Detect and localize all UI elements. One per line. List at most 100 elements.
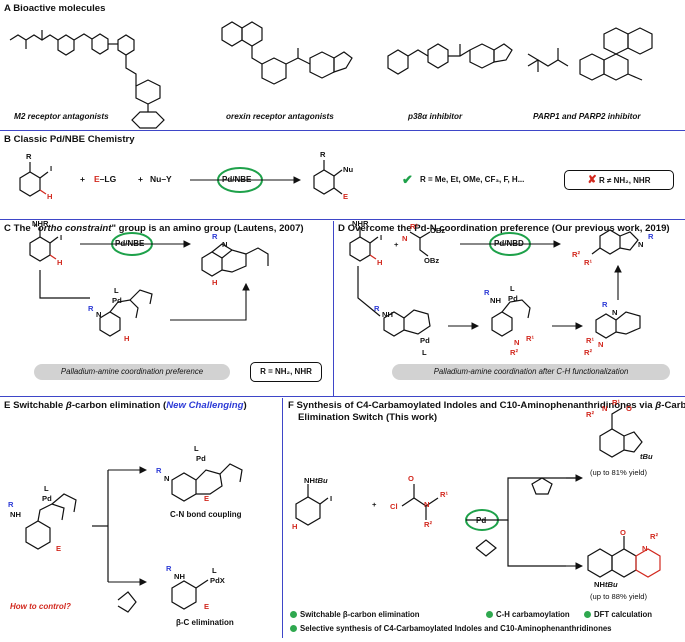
panel-b-product	[313, 160, 343, 195]
panel-f-p2-o: O	[620, 528, 626, 537]
panel-c-int-pd: Pd	[112, 296, 122, 305]
bullet-selective-synthesis: Selective synthesis of C4-Carbamoylated …	[290, 624, 612, 633]
panel-b-scope-not: R ≠ NH₂, NHR	[598, 176, 651, 185]
panel-f-plus: +	[372, 500, 377, 509]
panel-c-title: C The "ortho constraint" group is an ami…	[4, 223, 304, 234]
panel-d-obz2: OBz	[424, 256, 440, 265]
panel-d-i3-n: N	[612, 308, 618, 317]
panel-d-prod-r1: R¹	[584, 258, 593, 267]
panel-e-title: E Switchable β-carbon elimination (New C…	[4, 400, 247, 411]
panel-d-r1: R¹	[410, 222, 419, 231]
panel-f-p1-yield: (up to 81% yield)	[590, 468, 647, 477]
molecule-parp-inhibitor	[527, 27, 653, 81]
panel-d-substrate	[349, 227, 379, 262]
panel-f-p1-r2: R²	[586, 410, 595, 419]
panel-f-n: N	[424, 500, 430, 509]
panel-a-title: A Bioactive molecules	[4, 3, 106, 14]
panel-c-prod-n: N	[222, 240, 228, 249]
panel-f-p2-yield: (up to 88% yield)	[590, 592, 647, 601]
panel-d-prod-r2: R²	[572, 250, 581, 259]
bullet-dft: DFT calculation	[584, 610, 652, 619]
panel-b-prod-e: E	[343, 192, 349, 201]
panel-f-p1-o: O	[626, 404, 632, 413]
molecule-p38-inhibitor	[387, 43, 513, 75]
divider-bc	[0, 219, 685, 220]
divider-e-f	[282, 398, 283, 638]
panel-d-i1-r: R	[374, 304, 380, 313]
panel-c-substrate	[29, 227, 59, 262]
panel-b-plus-1: +	[80, 174, 85, 184]
panel-f-cl: Cl	[390, 502, 398, 511]
divider-c-d	[333, 221, 334, 396]
panel-c-prod-h: H	[212, 278, 218, 287]
panel-b-sub-r: R	[26, 152, 32, 161]
panel-b-catalyst-cycle	[190, 167, 302, 193]
panel-b-sub-h: H	[47, 192, 53, 201]
panel-d-nhr: NHR	[352, 219, 369, 228]
panel-c-prod-r: R	[212, 232, 218, 241]
panel-f-p2-n: N	[642, 544, 648, 553]
panel-c-int-n: N	[96, 310, 102, 319]
panel-e-p1-label: C-N bond coupling	[170, 510, 242, 519]
panel-e-sm-r: R	[8, 500, 14, 509]
panel-e-p2-e: E	[204, 602, 210, 611]
panel-d-i2-r2: R²	[510, 348, 519, 357]
panel-f-title-line2: Elimination Switch (This work)	[298, 412, 438, 423]
panel-e-sm-e: E	[56, 544, 62, 553]
panel-d-i2-r1: R¹	[526, 334, 535, 343]
panel-f-p1-tbu: tBu	[640, 452, 653, 461]
panel-e-sm-pd: Pd	[42, 494, 52, 503]
panel-d-prod-n: N	[638, 240, 644, 249]
panel-e-sm-l: L	[44, 484, 49, 493]
panel-f-product-phenanthridinone	[587, 536, 661, 578]
panel-f-branch-arrows	[465, 474, 584, 570]
panel-f-sm-i: I	[330, 494, 333, 503]
panel-d-i2-n: N	[514, 338, 520, 347]
molecule-orexin-antagonist	[221, 21, 353, 85]
panel-d-i2-nh: NH	[490, 296, 501, 305]
panel-b-prod-nu: Nu	[343, 165, 354, 174]
panel-d-i3-r2: R²	[584, 348, 593, 357]
panel-b-prod-r: R	[320, 150, 326, 159]
panel-e-question: How to control?	[10, 602, 71, 611]
panel-e-p1-l: L	[194, 444, 199, 453]
panel-d-i1-pd: Pd	[420, 336, 430, 345]
panel-b-title: B Classic Pd/NBE Chemistry	[4, 134, 135, 145]
molecule-m2-antagonist	[9, 30, 165, 129]
panel-b-sub-i: I	[50, 164, 53, 173]
panel-d-i1-l: L	[422, 348, 427, 357]
panel-e-product-cn	[171, 463, 243, 502]
panel-d-n: N	[402, 234, 408, 243]
panel-c-nhr: NHR	[32, 219, 49, 228]
bullet-ch-carbamoylation: C-H carbamoylation	[486, 610, 570, 619]
panel-c-r-box: R = NH₂, NHR	[250, 362, 322, 382]
panel-b-plus-2: +	[138, 174, 143, 184]
panel-d-i2-r: R	[484, 288, 490, 297]
panel-c-int-l: L	[114, 286, 119, 295]
panel-d-obz: OBz	[430, 226, 446, 235]
panel-d-aminating-reagent	[409, 231, 431, 257]
check-icon: ✔	[402, 172, 413, 187]
panel-b-reagent-nu: Nu–Y	[150, 174, 172, 184]
panel-c-i: I	[60, 233, 63, 242]
panel-b-scope-ok: R = Me, Et, OMe, CF₃, F, H...	[420, 175, 525, 184]
panel-e-p1-e: E	[204, 494, 210, 503]
panel-d-title: D Overcome the Pd-N coordination prefere…	[338, 223, 670, 234]
caption-p38: p38α inhibitor	[408, 112, 463, 121]
panel-e-p1-pd: Pd	[196, 454, 206, 463]
panel-d-i1-nh: NH	[382, 310, 393, 319]
panel-f-p2-r2: R²	[650, 532, 659, 541]
caption-orexin: orexin receptor antagonists	[226, 112, 334, 121]
panel-f-p1-n: N	[602, 404, 608, 413]
panel-e-substrate	[25, 493, 77, 550]
caption-parp: PARP1 and PARP2 inhibitor	[533, 112, 641, 121]
panel-f-carbamoyl-chloride	[401, 484, 439, 520]
panel-f-p1-r1: R¹	[612, 398, 621, 407]
panel-e-p2-nh: NH	[174, 572, 185, 581]
cross-icon: ✘	[587, 174, 597, 186]
panel-d-i3-r1: R¹	[586, 336, 595, 345]
panel-f-catalyst: Pd	[476, 516, 487, 525]
panel-d-h: H	[377, 258, 383, 267]
panel-c-catalyst: Pd/NBE	[115, 239, 145, 248]
panel-d-catalyst-cycle	[460, 232, 562, 256]
